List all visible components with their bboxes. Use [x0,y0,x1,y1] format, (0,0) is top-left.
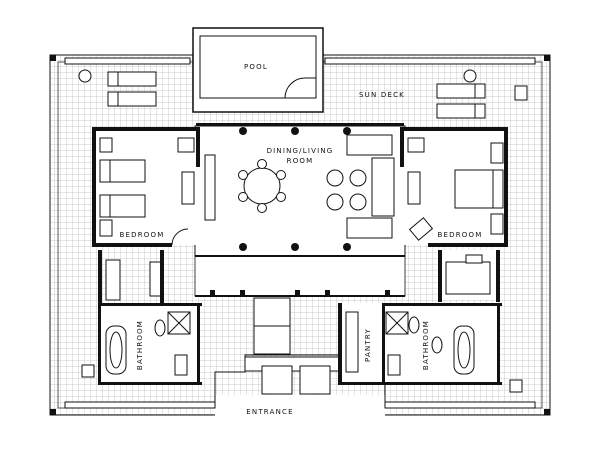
bedroom-right [400,127,508,247]
dining-living-label-2: ROOM [287,157,314,165]
dining-living-room [194,123,406,257]
railing-top [64,57,536,409]
sun-loungers [78,69,528,119]
bedroom-left [92,127,200,247]
bathroom-left [81,303,202,385]
pantry-label: PANTRY [364,328,372,362]
dining-living-label-1: DINING/LIVING [267,147,334,155]
bedroom-left-label: BEDROOM [120,231,165,239]
pool [192,27,324,113]
bedroom-right-label: BEDROOM [438,231,483,239]
closet-right [438,250,500,302]
pool-label: POOL [244,63,268,71]
bathroom-left-label: BATHROOM [136,320,144,370]
pantry [338,303,384,385]
bathroom-right [382,303,523,393]
bathroom-right-label: BATHROOM [422,320,430,370]
sun-deck-label: SUN DECK [359,91,405,99]
entrance-label: ENTRANCE [246,408,293,416]
closet-left [98,250,164,305]
